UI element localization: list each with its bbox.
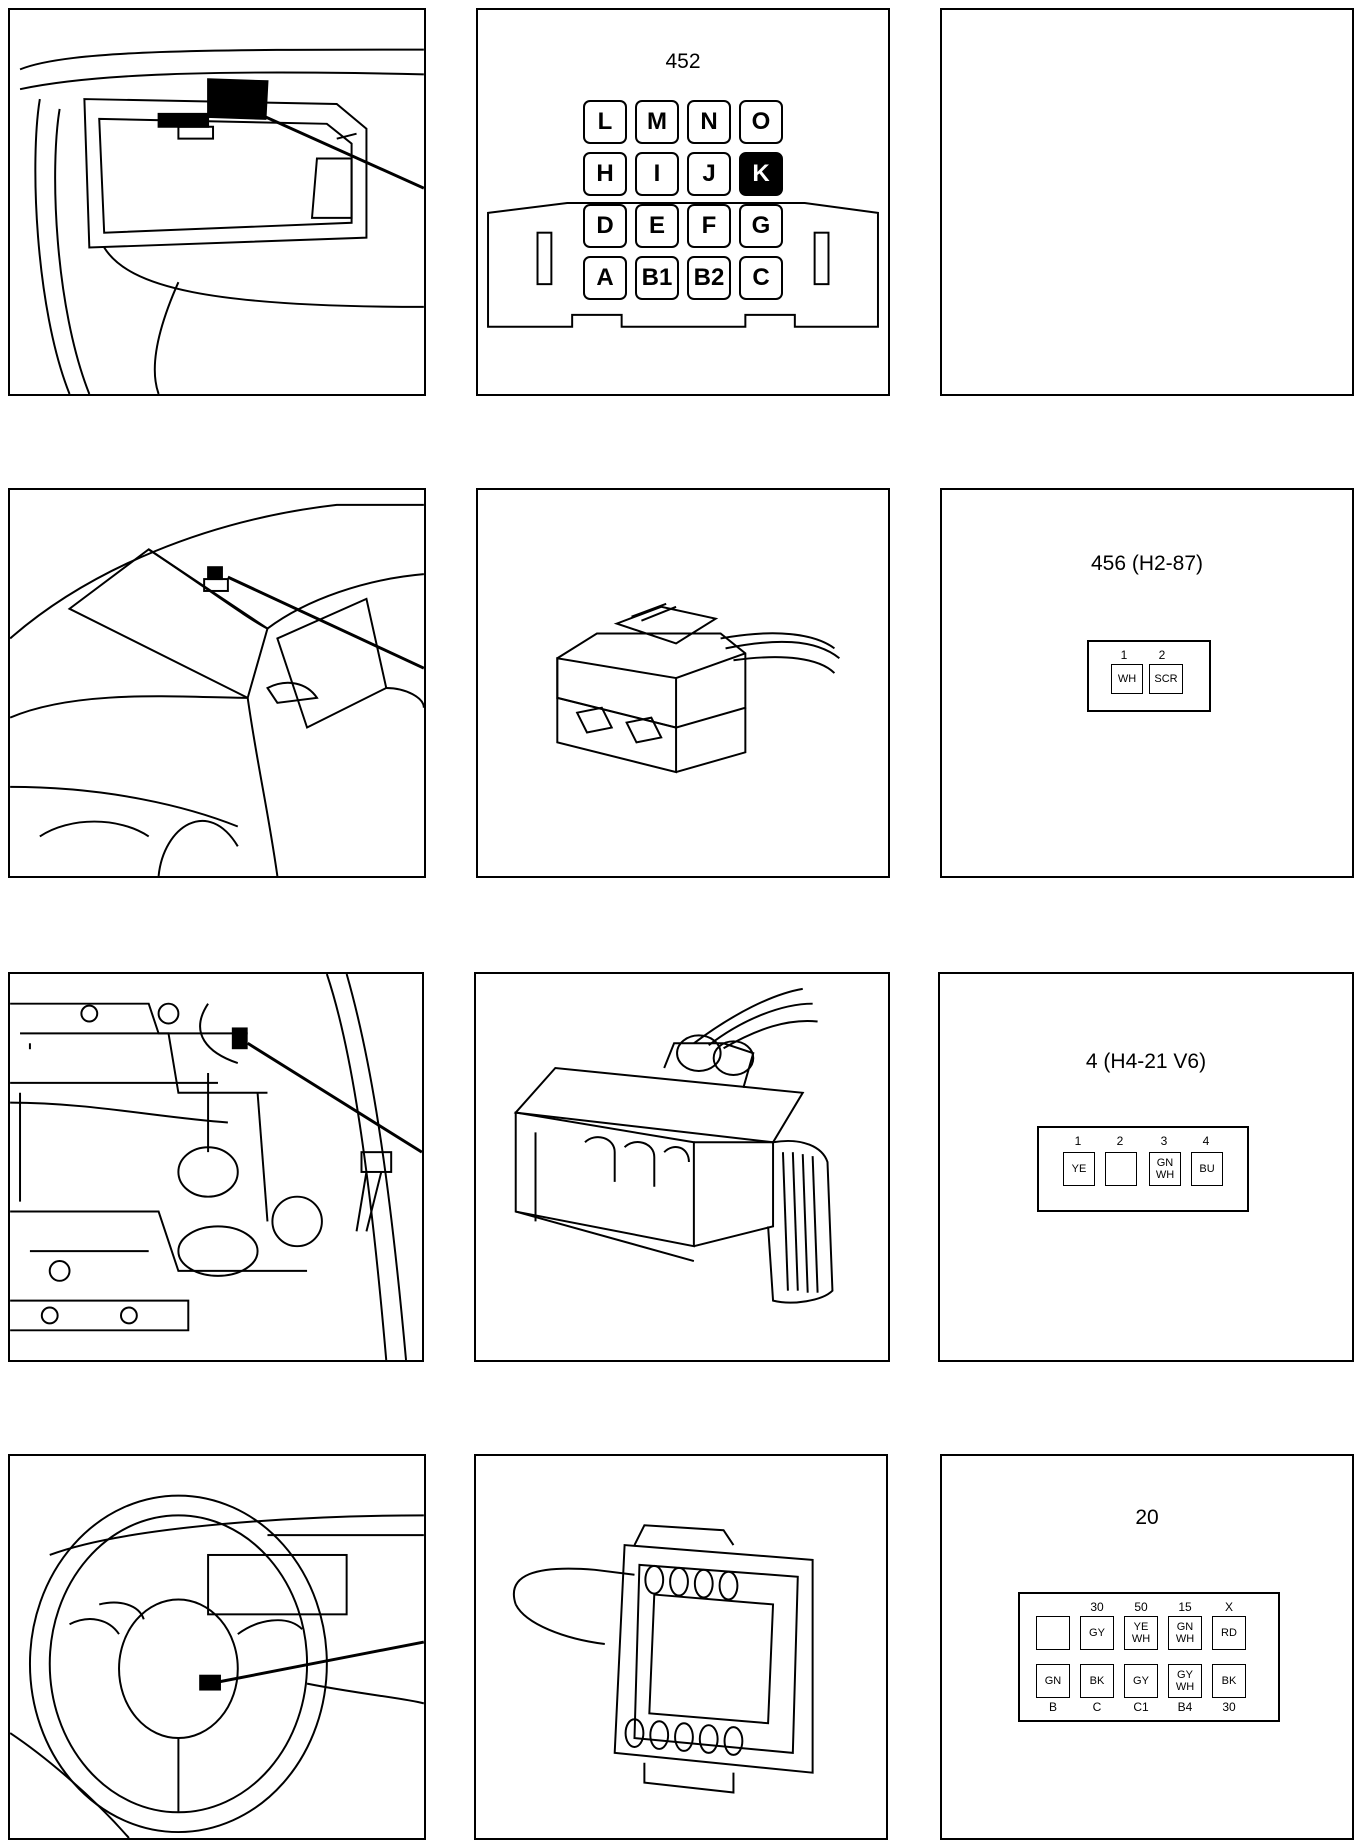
pin-color: WH bbox=[1117, 673, 1137, 685]
pin-cell: YE bbox=[1063, 1152, 1095, 1186]
pin-color: WH bbox=[1131, 1633, 1151, 1645]
pin-color: GY bbox=[1133, 1675, 1149, 1687]
pin-color: YE bbox=[1071, 1163, 1087, 1175]
connector-title: 452 bbox=[665, 50, 701, 73]
pinout-title: 456 (H2-87) bbox=[1090, 552, 1204, 575]
pin-cell: GY bbox=[1080, 1616, 1114, 1650]
pin-color: GN bbox=[1156, 1157, 1174, 1169]
pin-color: WH bbox=[1155, 1169, 1175, 1181]
pin-cell: WH bbox=[1111, 664, 1143, 694]
connector-452-face-icon bbox=[487, 202, 879, 328]
two-pin-connector-icon bbox=[556, 602, 840, 774]
pin-j: J bbox=[687, 152, 731, 196]
pin-color: SCR bbox=[1154, 673, 1178, 685]
pin-color: WH bbox=[1175, 1681, 1195, 1693]
pin-c: C bbox=[739, 256, 783, 300]
pin-cell: BK bbox=[1080, 1664, 1114, 1698]
pin-number: 15 bbox=[1178, 1600, 1192, 1614]
pinout-panel-1 bbox=[940, 8, 1354, 396]
pinout-box: 1 2 WH SCR bbox=[1087, 640, 1211, 712]
dashboard-interior-icon bbox=[19, 48, 424, 394]
pin-a: A bbox=[583, 256, 627, 300]
pin-n: N bbox=[687, 100, 731, 144]
location-panel-2 bbox=[8, 488, 426, 878]
pin-cell: GY bbox=[1124, 1664, 1158, 1698]
pin-cell: RD bbox=[1212, 1616, 1246, 1650]
pin-cell-empty bbox=[1036, 1616, 1070, 1650]
pin-color: GN bbox=[1044, 1675, 1062, 1687]
pin-number: C bbox=[1092, 1700, 1102, 1714]
pin-color: BK bbox=[1221, 1675, 1237, 1687]
car-roof-windshield-icon bbox=[10, 503, 424, 876]
pin-cell: SCR bbox=[1149, 664, 1183, 694]
pin-f: F bbox=[687, 204, 731, 248]
pin-cell: BU bbox=[1191, 1152, 1223, 1186]
steering-wheel-icon bbox=[10, 1494, 424, 1838]
pin-number: 2 bbox=[1158, 648, 1166, 662]
pin-g: G bbox=[739, 204, 783, 248]
pin-d: D bbox=[583, 204, 627, 248]
pin-b1: B1 bbox=[635, 256, 679, 300]
pinout-title: 20 bbox=[1135, 1506, 1159, 1529]
pin-number: 3 bbox=[1160, 1134, 1168, 1148]
pin-number: 4 bbox=[1202, 1134, 1210, 1148]
pin-number: C1 bbox=[1133, 1700, 1149, 1714]
pin-number: 50 bbox=[1134, 1600, 1148, 1614]
pin-number: B bbox=[1048, 1700, 1057, 1714]
pin-b2: B2 bbox=[687, 256, 731, 300]
pin-l: L bbox=[583, 100, 627, 144]
pin-number: 1 bbox=[1074, 1134, 1082, 1148]
pin-i: I bbox=[635, 152, 679, 196]
pin-color: GN bbox=[1176, 1621, 1194, 1633]
connector-panel-4 bbox=[474, 1454, 888, 1840]
pin-o: O bbox=[739, 100, 783, 144]
pin-color: YE bbox=[1133, 1621, 1149, 1633]
pin-number: 30 bbox=[1222, 1700, 1236, 1714]
pin-m: M bbox=[635, 100, 679, 144]
pin-cell: BK bbox=[1212, 1664, 1246, 1698]
pin-cell-empty bbox=[1105, 1152, 1137, 1186]
location-panel-3 bbox=[8, 972, 424, 1362]
pinout-title: 4 (H4-21 V6) bbox=[1085, 1050, 1207, 1073]
pin-e: E bbox=[635, 204, 679, 248]
pin-color: BU bbox=[1199, 1163, 1215, 1175]
pin-color: GY bbox=[1089, 1627, 1105, 1639]
pin-number: X bbox=[1224, 1600, 1233, 1614]
four-pin-connector-icon bbox=[513, 987, 834, 1304]
pin-number: 2 bbox=[1116, 1134, 1124, 1148]
pin-color: WH bbox=[1175, 1633, 1195, 1645]
pin-number: B4 bbox=[1177, 1700, 1193, 1714]
connector-panel-2 bbox=[476, 488, 890, 878]
pin-color: RD bbox=[1221, 1627, 1237, 1639]
pin-number: 30 bbox=[1090, 1600, 1104, 1614]
pin-h: H bbox=[583, 152, 627, 196]
pinout-panel-2: 456 (H2-87) 1 2 WH SCR bbox=[940, 488, 1354, 878]
pin-number: 1 bbox=[1120, 648, 1128, 662]
pin-cell: GN bbox=[1036, 1664, 1070, 1698]
pin-color: BK bbox=[1089, 1675, 1105, 1687]
ten-pin-connector-icon bbox=[513, 1524, 814, 1794]
pin-color: GY bbox=[1177, 1669, 1193, 1681]
pin-k: K bbox=[739, 152, 783, 196]
connector-panel-3 bbox=[474, 972, 890, 1362]
engine-bay-icon bbox=[10, 974, 422, 1360]
location-panel-4 bbox=[8, 1454, 426, 1840]
location-panel-1 bbox=[8, 8, 426, 396]
